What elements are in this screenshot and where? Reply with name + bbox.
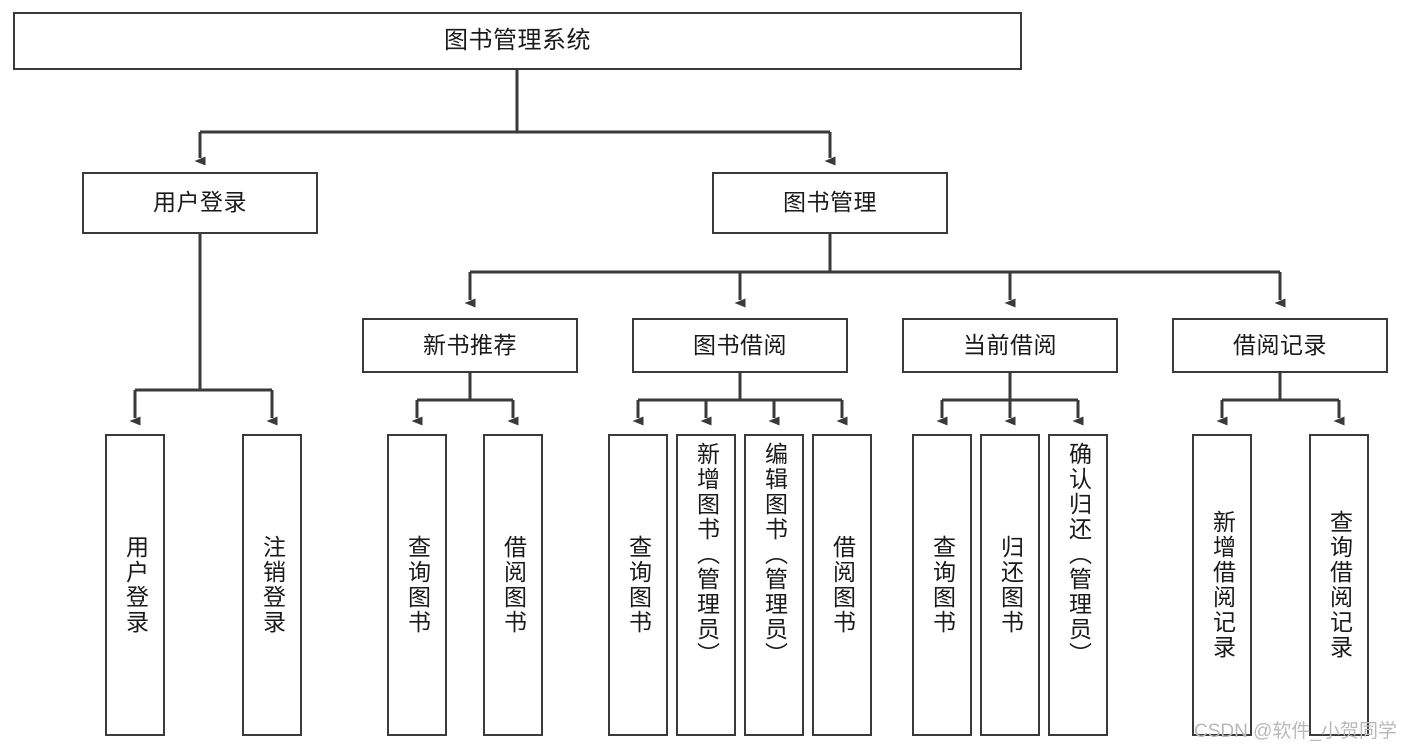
node-leaf-add-book-label: 新增图书（管理员） bbox=[693, 442, 720, 667]
node-leaf-return-book[interactable]: 归还图书 bbox=[980, 434, 1040, 736]
node-leaf-add-record[interactable]: 新增借阅记录 bbox=[1192, 434, 1252, 736]
node-leaf-borrow-book-2-label: 借阅图书 bbox=[829, 535, 856, 635]
node-leaf-logout-login-label: 注销登录 bbox=[259, 535, 286, 635]
node-leaf-return-book-label: 归还图书 bbox=[997, 535, 1024, 635]
node-leaf-query-book-2-label: 查询图书 bbox=[625, 535, 652, 635]
node-leaf-borrow-book-1-label: 借阅图书 bbox=[500, 535, 527, 635]
node-leaf-borrow-book-2[interactable]: 借阅图书 bbox=[812, 434, 872, 736]
node-leaf-confirm-return[interactable]: 确认归还（管理员） bbox=[1048, 434, 1108, 736]
node-leaf-query-book-1-label: 查询图书 bbox=[404, 535, 431, 635]
node-book-manage-label: 图书管理 bbox=[783, 189, 877, 216]
node-current-borrow-label: 当前借阅 bbox=[963, 331, 1057, 358]
node-user-login-label: 用户登录 bbox=[153, 189, 247, 216]
node-new-book-recommend[interactable]: 新书推荐 bbox=[362, 318, 578, 373]
node-leaf-add-record-label: 新增借阅记录 bbox=[1209, 510, 1236, 660]
node-leaf-query-record-label: 查询借阅记录 bbox=[1326, 510, 1353, 660]
node-leaf-borrow-book-1[interactable]: 借阅图书 bbox=[483, 434, 543, 736]
node-current-borrow[interactable]: 当前借阅 bbox=[902, 318, 1118, 373]
watermark: CSDN @软件_小贺同学 bbox=[1194, 721, 1397, 742]
node-root[interactable]: 图书管理系统 bbox=[13, 12, 1022, 70]
node-root-label: 图书管理系统 bbox=[444, 26, 591, 54]
node-leaf-add-book[interactable]: 新增图书（管理员） bbox=[676, 434, 736, 736]
node-leaf-query-book-1[interactable]: 查询图书 bbox=[387, 434, 447, 736]
node-leaf-user-login-label: 用户登录 bbox=[122, 535, 149, 635]
node-book-borrow-label: 图书借阅 bbox=[693, 331, 787, 358]
node-leaf-query-book-3[interactable]: 查询图书 bbox=[912, 434, 972, 736]
node-leaf-query-record[interactable]: 查询借阅记录 bbox=[1309, 434, 1369, 736]
node-book-borrow[interactable]: 图书借阅 bbox=[632, 318, 848, 373]
node-leaf-query-book-3-label: 查询图书 bbox=[929, 535, 956, 635]
node-leaf-logout-login[interactable]: 注销登录 bbox=[242, 434, 302, 736]
node-leaf-edit-book-label: 编辑图书（管理员） bbox=[761, 442, 788, 667]
node-leaf-edit-book[interactable]: 编辑图书（管理员） bbox=[744, 434, 804, 736]
node-borrow-record[interactable]: 借阅记录 bbox=[1172, 318, 1388, 373]
node-leaf-confirm-return-label: 确认归还（管理员） bbox=[1065, 442, 1092, 667]
node-book-manage[interactable]: 图书管理 bbox=[712, 172, 948, 234]
node-borrow-record-label: 借阅记录 bbox=[1233, 331, 1327, 358]
node-leaf-user-login[interactable]: 用户登录 bbox=[105, 434, 165, 736]
node-user-login[interactable]: 用户登录 bbox=[82, 172, 318, 234]
node-new-book-recommend-label: 新书推荐 bbox=[423, 331, 517, 358]
node-leaf-query-book-2[interactable]: 查询图书 bbox=[608, 434, 668, 736]
